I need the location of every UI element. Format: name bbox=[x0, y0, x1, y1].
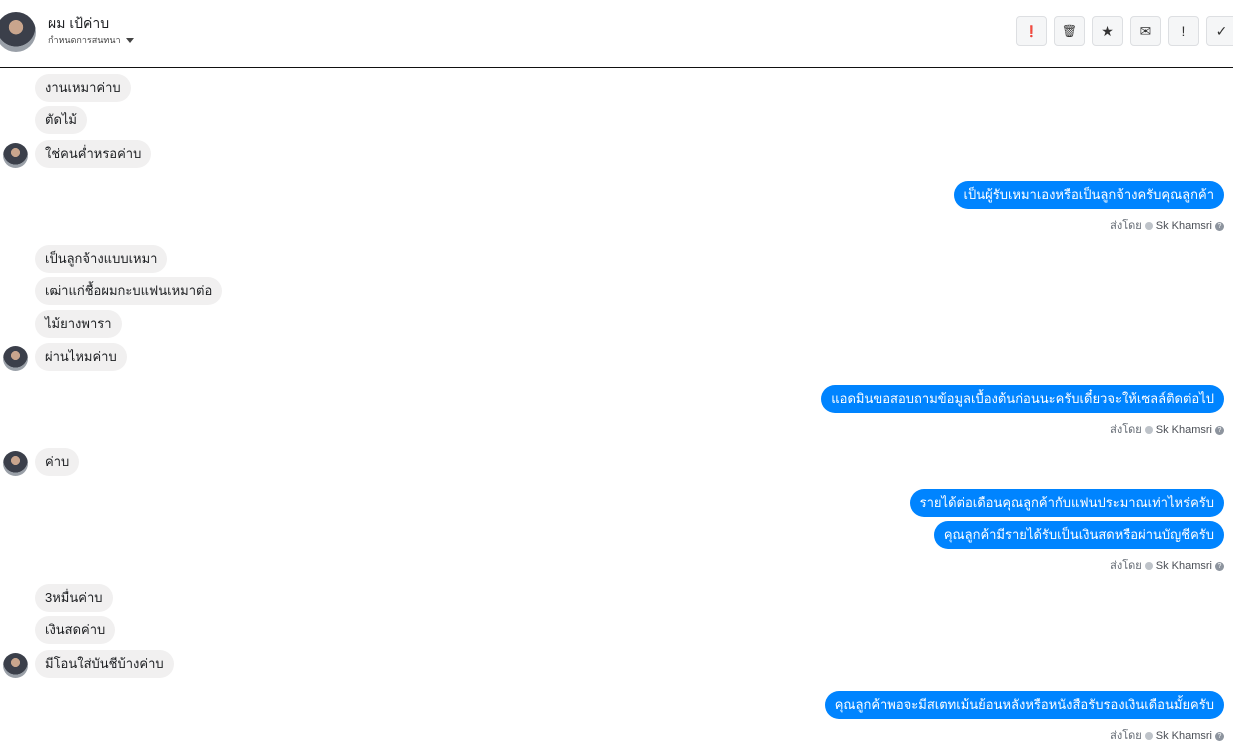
follow-up-button[interactable]: ! bbox=[1168, 16, 1199, 46]
sender-avatar bbox=[3, 451, 28, 476]
sent-by-meta: ส่งโดย Sk Khamsri? bbox=[1110, 216, 1224, 234]
incoming-message: ตัดไม้ bbox=[35, 106, 87, 134]
incoming-message: 3หมื่นค่าบ bbox=[35, 584, 113, 612]
incoming-message: เป็นลูกจ้างแบบเหมา bbox=[35, 245, 168, 273]
sent-by-meta: ส่งโดย Sk Khamsri? bbox=[1110, 556, 1224, 574]
sender-avatar bbox=[3, 346, 28, 371]
conversation-header: ผม เป้ค่าบ กำหนดการสนทนา ❗ 🗑 ★ ✉ ! ✓ bbox=[0, 0, 1233, 68]
conversation-assign-dropdown[interactable]: กำหนดการสนทนา bbox=[48, 33, 134, 47]
agent-name[interactable]: Sk Khamsri bbox=[1155, 424, 1212, 436]
help-icon[interactable]: ? bbox=[1215, 221, 1224, 231]
mark-done-button[interactable]: ✓ bbox=[1206, 16, 1233, 46]
sent-by-label: ส่งโดย bbox=[1110, 730, 1142, 742]
agent-status-icon bbox=[1144, 562, 1153, 571]
exclamation-icon: ! bbox=[1181, 23, 1186, 39]
incoming-message: เฒ่าแก่ชื้อผมกะบแฟนเหมาต่อ bbox=[35, 277, 223, 305]
mark-unread-button[interactable]: ✉ bbox=[1130, 16, 1161, 46]
incoming-message: ค่าบ bbox=[35, 448, 80, 476]
alert-circle-icon: ❗ bbox=[1024, 25, 1039, 38]
incoming-message: ไม้ยางพารา bbox=[35, 310, 122, 338]
contact-avatar[interactable] bbox=[0, 12, 36, 52]
agent-status-icon bbox=[1144, 732, 1153, 741]
sender-avatar bbox=[3, 653, 28, 678]
incoming-message: งานเหมาค่าบ bbox=[35, 74, 131, 102]
outgoing-message: เป็นผู้รับเหมาเองหรือเป็นลูกจ้างครับคุณล… bbox=[953, 181, 1224, 209]
incoming-message: ผ่านไหมค่าบ bbox=[35, 343, 127, 371]
sent-by-label: ส่งโดย bbox=[1110, 560, 1142, 572]
incoming-message: เงินสดค่าบ bbox=[35, 616, 116, 644]
help-icon[interactable]: ? bbox=[1215, 731, 1224, 741]
sent-by-label: ส่งโดย bbox=[1110, 220, 1142, 232]
star-icon: ★ bbox=[1101, 22, 1114, 39]
envelope-icon: ✉ bbox=[1139, 22, 1152, 39]
sent-by-meta: ส่งโดย Sk Khamsri? bbox=[1110, 420, 1224, 438]
outgoing-message: แอดมินขอสอบถามข้อมูลเบื้องต้นก่อนนะครับเ… bbox=[821, 385, 1224, 413]
outgoing-message: คุณลูกค้าพอจะมีสเตทเม้นย้อนหลังหรือหนังส… bbox=[824, 691, 1224, 719]
outgoing-message: รายได้ต่อเดือนคุณลูกค้ากับแฟนประมาณเท่าไ… bbox=[909, 489, 1224, 517]
agent-name[interactable]: Sk Khamsri bbox=[1155, 560, 1212, 572]
outgoing-message: คุณลูกค้ามีรายได้รับเป็นเงินสดหรือผ่านบั… bbox=[933, 521, 1224, 549]
delete-button[interactable]: 🗑 bbox=[1054, 16, 1085, 46]
contact-name[interactable]: ผม เป้ค่าบ bbox=[48, 15, 110, 31]
sent-by-label: ส่งโดย bbox=[1110, 424, 1142, 436]
agent-name[interactable]: Sk Khamsri bbox=[1155, 730, 1212, 742]
assign-label: กำหนดการสนทนา bbox=[48, 35, 121, 45]
star-button[interactable]: ★ bbox=[1092, 16, 1123, 46]
sender-avatar bbox=[3, 143, 28, 168]
spam-button[interactable]: ❗ bbox=[1016, 16, 1047, 46]
help-icon[interactable]: ? bbox=[1215, 425, 1224, 435]
check-icon: ✓ bbox=[1215, 22, 1228, 39]
caret-down-icon bbox=[125, 38, 134, 44]
incoming-message: มีโอนใส่บันชีบ้างค่าบ bbox=[35, 650, 174, 678]
incoming-message: ใช่คนค่ำหรอค่าบ bbox=[35, 140, 152, 168]
agent-name[interactable]: Sk Khamsri bbox=[1155, 220, 1212, 232]
sent-by-meta: ส่งโดย Sk Khamsri? bbox=[1110, 726, 1224, 744]
agent-status-icon bbox=[1144, 222, 1153, 231]
help-icon[interactable]: ? bbox=[1215, 561, 1224, 571]
agent-status-icon bbox=[1144, 426, 1153, 435]
trash-icon: 🗑 bbox=[1061, 24, 1078, 38]
